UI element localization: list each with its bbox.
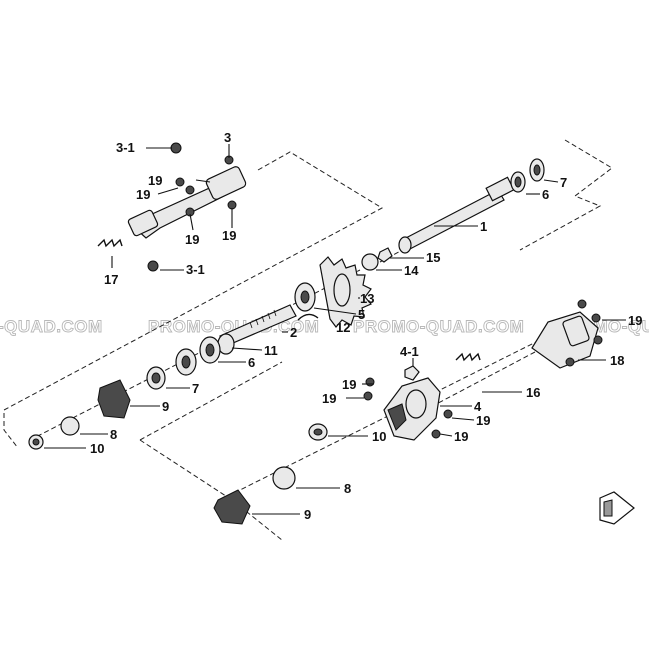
callout-7: 7 <box>192 381 199 396</box>
cap-4-1 <box>404 365 420 381</box>
callout-4-1: 4-1 <box>400 344 419 359</box>
callout-19: 19 <box>342 377 356 392</box>
watermark-text: PROMO-QUAD.COM <box>353 317 524 336</box>
cover-18 <box>531 299 603 369</box>
callout-4: 4 <box>474 399 482 414</box>
callout-19: 19 <box>454 429 468 444</box>
callout-19: 19 <box>476 413 490 428</box>
callout-12: 12 <box>336 320 350 335</box>
callout-8: 8 <box>344 481 351 496</box>
circlip-12 <box>297 313 319 321</box>
flange-9-bottom <box>213 489 251 525</box>
callout-3-1: 3-1 <box>116 140 135 155</box>
callout-2: 2 <box>290 325 297 340</box>
flange-9-left <box>97 379 131 419</box>
universal-joint-assembly <box>127 142 247 272</box>
callout-19: 19 <box>185 232 199 247</box>
callout-10: 10 <box>372 429 386 444</box>
assembly-outline-lower <box>139 351 536 541</box>
callout-3: 3 <box>224 130 231 145</box>
drive-shaft-1 <box>398 176 515 254</box>
washer-8-bottom <box>272 466 296 490</box>
callout-6: 6 <box>248 355 255 370</box>
callout-15: 15 <box>426 250 440 265</box>
callout-6: 6 <box>542 187 549 202</box>
callout-9: 9 <box>304 507 311 522</box>
callout-8: 8 <box>110 427 117 442</box>
spring-17 <box>97 238 123 248</box>
shaft-axis-lower <box>219 329 561 501</box>
assembly-outline-upper <box>3 139 613 449</box>
spring-16 <box>455 352 481 362</box>
callout-16: 16 <box>526 385 540 400</box>
callout-5: 5 <box>358 307 365 322</box>
final-drive-housing-4 <box>383 377 441 441</box>
callout-19: 19 <box>628 313 642 328</box>
callout-1: 1 <box>480 219 487 234</box>
callout-11: 11 <box>264 343 278 358</box>
callout-19: 19 <box>322 391 336 406</box>
front-direction-icon <box>599 491 635 525</box>
watermark-text: -QUAD.COM <box>0 317 103 336</box>
callout-19: 19 <box>222 228 236 243</box>
nut-15 <box>377 247 393 263</box>
callout-14: 14 <box>404 263 419 278</box>
washer-14 <box>361 253 379 271</box>
callout-19: 19 <box>136 187 150 202</box>
callout-7: 7 <box>560 175 567 190</box>
callout-9: 9 <box>162 399 169 414</box>
callout-18: 18 <box>610 353 624 368</box>
callout-13: 13 <box>360 291 374 306</box>
bevel-gear-13 <box>319 256 372 328</box>
callout-17: 17 <box>104 272 118 287</box>
callout-19: 19 <box>148 173 162 188</box>
washer-8-left <box>60 416 80 436</box>
callout-10: 10 <box>90 441 104 456</box>
callout-3-1: 3-1 <box>186 262 205 277</box>
